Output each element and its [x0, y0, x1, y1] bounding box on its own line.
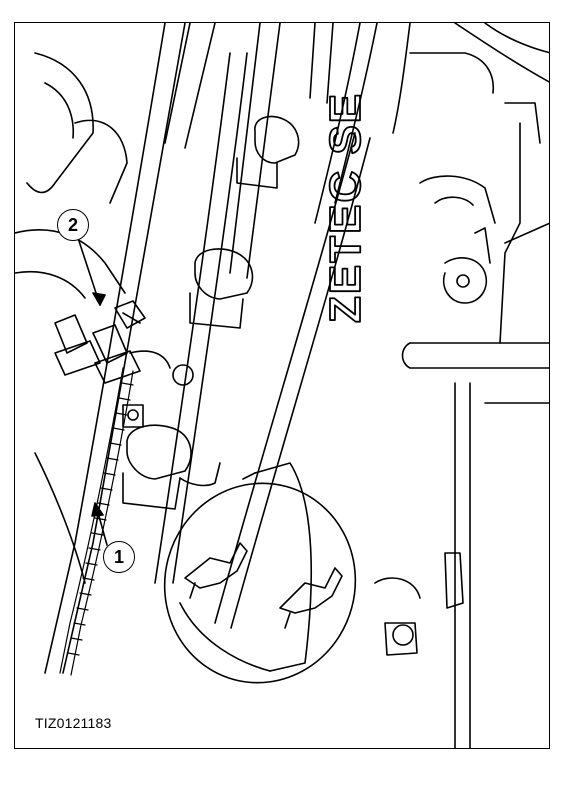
- lead-clips: [54, 300, 171, 384]
- left-background-parts: [15, 52, 128, 584]
- figure-id-label: TIZ0121183: [35, 715, 112, 731]
- cover-embossed-text: ZETEC SE: [321, 92, 370, 323]
- callout-1: 1: [103, 541, 135, 573]
- bolts: [122, 364, 194, 428]
- callout-1-label: 1: [113, 546, 124, 567]
- oil-filler-cap: [163, 462, 357, 684]
- upper-pipes: [164, 23, 549, 279]
- figure-frame: ZETEC SE: [14, 22, 550, 749]
- cover-embossing: ZETEC SE: [320, 91, 371, 324]
- callout-2: 2: [57, 209, 89, 241]
- callout-2-label: 2: [67, 214, 78, 235]
- cam-cover-outline: [409, 52, 549, 344]
- right-side-rails: [374, 342, 549, 748]
- spark-plug-boots: [122, 115, 300, 510]
- engine-cover-illustration: ZETEC SE: [15, 23, 549, 748]
- leader-lines: [76, 234, 108, 546]
- corrugated-sleeve: [59, 367, 134, 676]
